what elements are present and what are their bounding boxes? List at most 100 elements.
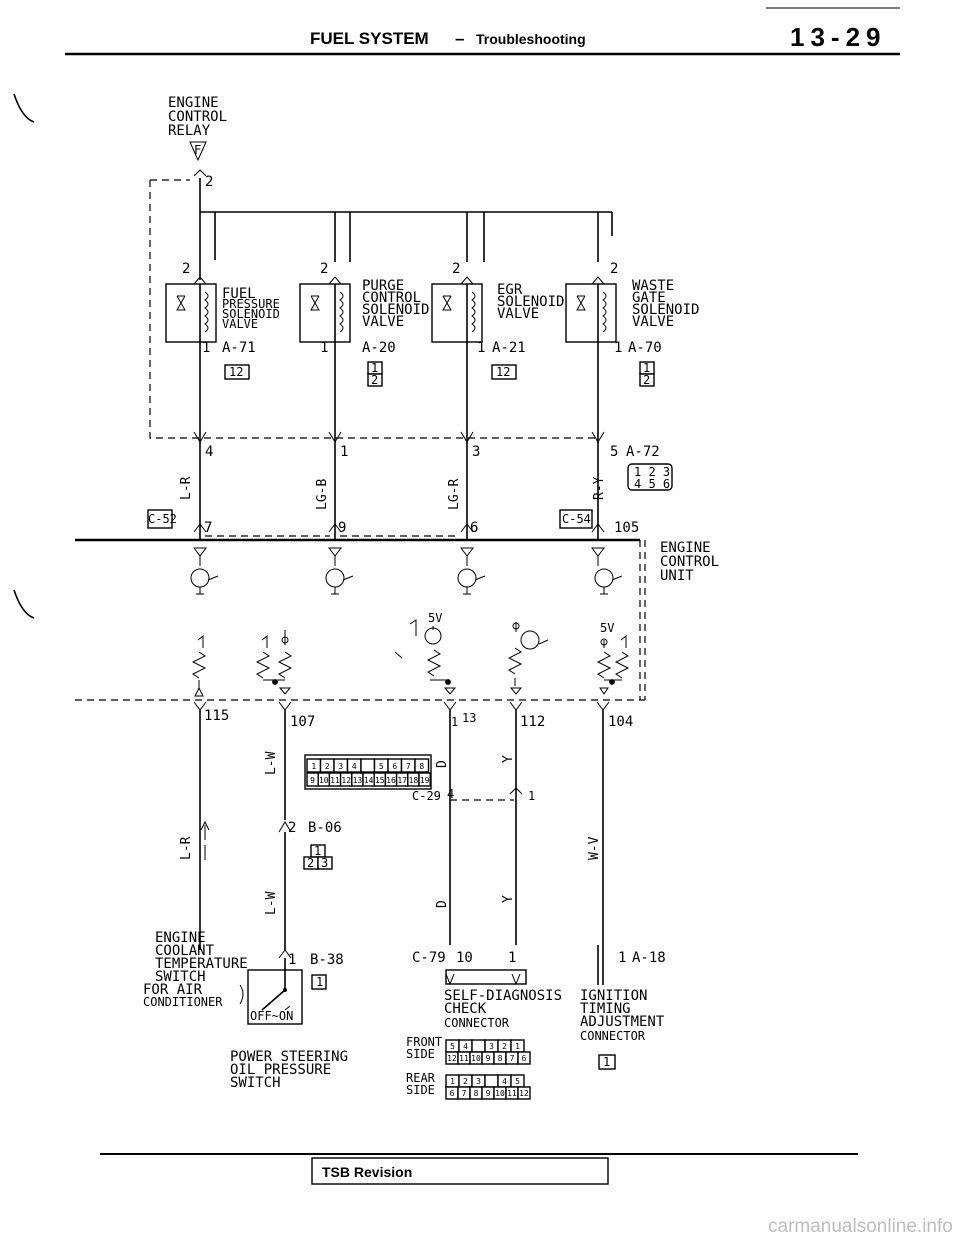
header-subtitle: Troubleshooting (476, 31, 586, 47)
pin-number: 5 (610, 444, 618, 460)
connector-label: C-52 (148, 512, 177, 526)
svg-text:1 2 3: 1 2 3 (634, 465, 670, 479)
connector-label: B-38 (310, 952, 344, 968)
connector-cell (517, 1051, 531, 1065)
connector-cell (418, 772, 431, 787)
relay-label-line1: ENGINE (168, 95, 219, 111)
connector-label: A-18 (632, 950, 666, 966)
connector-pin: 1 (311, 762, 316, 771)
connector-pin: 1 (603, 1055, 610, 1069)
connector-pin: 4 (463, 1042, 468, 1051)
pin-number: 1 (320, 340, 328, 356)
connector-pin: 12 (341, 776, 351, 785)
connector-pin: 3 (489, 1042, 494, 1051)
solenoid-name: VALVE (497, 306, 539, 322)
coolant-temperature-switch: ENGINE COOLANT TEMPERATURE SWITCH FOR AI… (143, 930, 348, 1091)
connector-pin: 3 (321, 856, 328, 870)
pin-number: 1 (528, 789, 535, 803)
page-footer: TSB Revision carmanualsonline.info (100, 1153, 953, 1237)
page-header: FUEL SYSTEM – Troubleshooting 13-29 (65, 7, 900, 56)
connector-name: IGNITION (580, 988, 647, 1004)
connector-pin: 4 (352, 762, 357, 771)
binder-mark-bottom (13, 589, 35, 619)
connector-icon (491, 364, 517, 380)
switch-label: POWER STEERING (230, 1049, 348, 1065)
connector-cell (414, 758, 430, 773)
switch-label: TEMPERATURE (155, 956, 248, 972)
connector-pin: 12 (447, 1054, 457, 1063)
connector-label: C-79 (412, 950, 446, 966)
solenoid-name: FUEL (222, 286, 256, 302)
connector-name: TIMING (580, 1001, 631, 1017)
connector-pin: 4 (502, 1077, 507, 1086)
connector-pin: 6 (522, 1054, 527, 1063)
connector-pin: 2 (325, 762, 330, 771)
ecu-label: UNIT (660, 568, 694, 584)
connector-pin: 16 (386, 776, 396, 785)
connector-pins: 12 (496, 365, 510, 379)
connector-icon (559, 509, 593, 529)
switch-label: ENGINE (155, 930, 206, 946)
switch-label: CONDITIONER (143, 995, 223, 1009)
pin-number: 2 (610, 261, 618, 277)
connector-name: CHECK (444, 1001, 487, 1017)
connector-pin: 6 (450, 1089, 455, 1098)
connector-pin: 18 (409, 776, 419, 785)
connector-pin: 1 (314, 844, 321, 858)
connector-cell (517, 1086, 531, 1100)
solenoid-name: CONTROL (362, 290, 421, 306)
switch-label: SWITCH (155, 969, 206, 985)
pin-number: 2 (452, 261, 460, 277)
connector-icon (224, 364, 250, 380)
solenoid-name: VALVE (362, 314, 404, 330)
tsb-revision-box (311, 1157, 609, 1185)
connector-pin: 9 (486, 1089, 491, 1098)
connector-pin: 10 (471, 1054, 481, 1063)
solenoid-name: SOLENOID (222, 307, 280, 321)
pin-number: 1 (477, 340, 485, 356)
connector-name: CONNECTOR (444, 1016, 510, 1030)
solenoid-name: SOLENOID (632, 302, 699, 318)
ecu-label: CONTROL (660, 554, 719, 570)
connector-cell (484, 1074, 499, 1088)
connector-pin: 8 (498, 1054, 503, 1063)
connector-pin: 6 (392, 762, 397, 771)
relay-terminal-number: 2 (205, 174, 213, 190)
pin-number: 105 (614, 520, 639, 536)
connector-pin: 5 (450, 1042, 455, 1051)
pin-number: 112 (520, 714, 545, 730)
connector-pin: 11 (330, 776, 340, 785)
connector-label: A-21 (492, 340, 526, 356)
connector-label: A-20 (362, 340, 396, 356)
solenoid-purge-control: 2 PURGE CONTROL SOLENOID VALVE 1 A-20 1 … (299, 261, 429, 387)
solenoid-name: EGR (497, 282, 523, 298)
connector-pin: 17 (397, 776, 407, 785)
pin-number: 1 (340, 444, 348, 460)
pin-number: 1 (202, 340, 210, 356)
solenoid-waste-gate: 2 WASTE GATE SOLENOID VALVE 1 A-70 1 2 (565, 261, 699, 387)
solenoid-name: SOLENOID (497, 294, 564, 310)
connector-label: A-72 (626, 444, 660, 460)
connector-icon (598, 1054, 616, 1070)
lower-wire-labels: L-W L-R L-W Y Y W-V D D (179, 751, 602, 915)
watermark: carmanualsonline.info (768, 1216, 953, 1237)
pin-number: 4 (205, 444, 213, 460)
connector-pin: 8 (474, 1089, 479, 1098)
connector-cell (471, 1039, 486, 1053)
connector-pin: 5 (379, 762, 384, 771)
connector-label: A-70 (628, 340, 662, 356)
pin-number: 1 (618, 950, 626, 966)
pin-number: 104 (608, 714, 633, 730)
connector-cell (360, 758, 376, 773)
voltage-label: 5V (600, 621, 614, 635)
solenoid-name: PURGE (362, 278, 404, 294)
pin-number: 2 (288, 820, 296, 836)
pin-number: 6 (470, 520, 478, 536)
solenoid-name: PRESSURE (222, 297, 280, 311)
connector-label: C-29 (412, 789, 441, 803)
wire-color-label: LG-B (315, 479, 330, 510)
pin-number: 115 (204, 708, 229, 724)
relay-fuse-letter: F (194, 143, 201, 157)
connector-pin: 5 (515, 1077, 520, 1086)
